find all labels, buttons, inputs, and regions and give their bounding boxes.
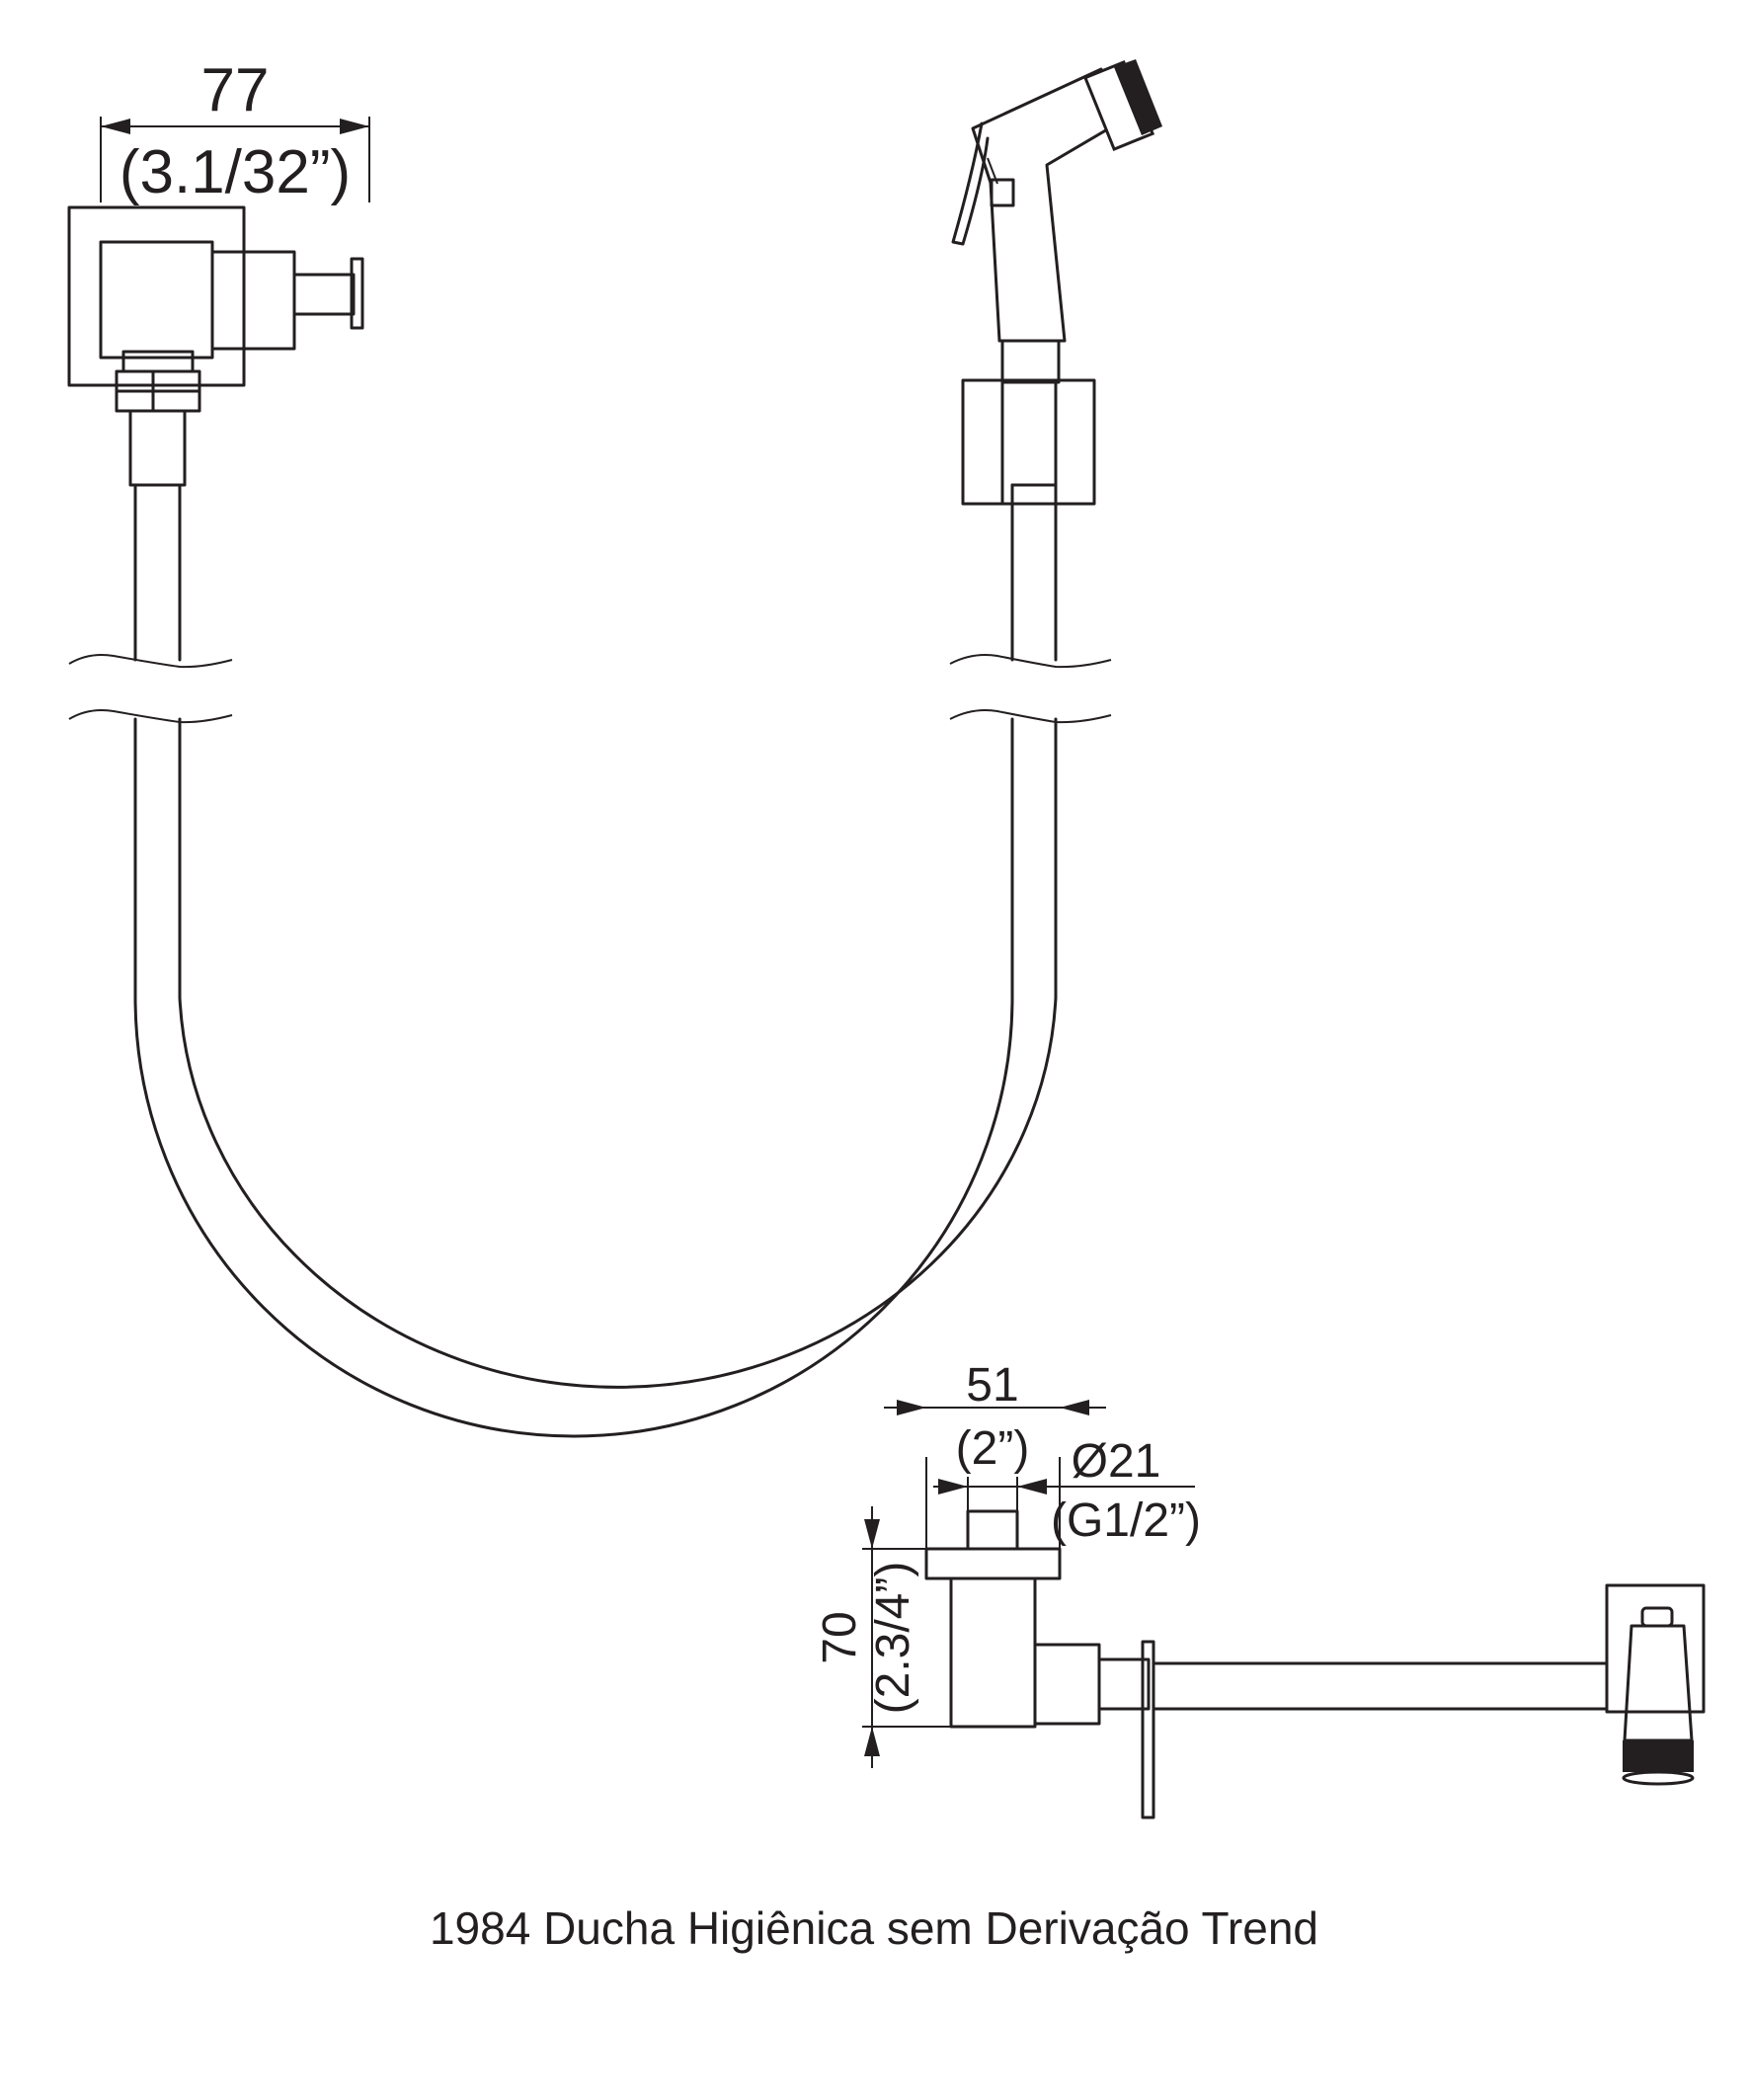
dim-77-mm: 77 [201,56,270,124]
dim-51-inch: (2”) [956,1422,1030,1475]
dimension-70: 70 (2.3/4”) [814,1506,951,1768]
caption: 1984 Ducha Higiênica sem Derivação Trend [430,1902,1318,1954]
dimension-51: 51 (2”) [884,1359,1106,1549]
dim-diameter-mm: Ø21 [1072,1435,1161,1488]
wall-valve-front-view [67,205,364,487]
dim-70-inch: (2.3/4”) [867,1562,919,1715]
dim-70-mm: 70 [814,1611,866,1663]
dimension-77: 77 (3.1/32”) [100,56,370,206]
dim-51-mm: 51 [966,1359,1018,1412]
dimension-diameter: Ø21 (G1/2”) [933,1435,1201,1547]
side-view [924,1509,1706,1819]
sprayer-handset [951,59,1162,506]
dim-diameter-thread: (G1/2”) [1051,1494,1201,1547]
hose [68,483,1112,1438]
dim-77-inch: (3.1/32”) [119,138,351,206]
